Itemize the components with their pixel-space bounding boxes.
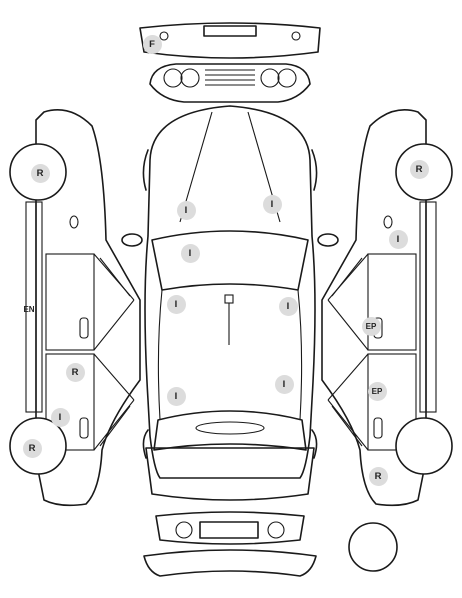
- marker-right-i[interactable]: I: [388, 229, 408, 249]
- spare-tire: [348, 522, 398, 572]
- rear-trunk: [145, 447, 315, 501]
- front-bumper: [139, 22, 321, 59]
- marker-front-f[interactable]: F: [142, 34, 162, 54]
- marker-roof-i-front-right[interactable]: I: [278, 296, 298, 316]
- marker-right-ep-upper[interactable]: EP: [361, 316, 381, 336]
- marker-right-wheel-front-r[interactable]: R: [409, 159, 429, 179]
- marker-left-i[interactable]: I: [50, 407, 70, 427]
- marker-right-wheel-rear-r[interactable]: R: [368, 466, 388, 486]
- marker-hood-i-right[interactable]: I: [262, 194, 282, 214]
- marker-roof-i-front-left[interactable]: I: [166, 294, 186, 314]
- marker-left-wheel-rear-r[interactable]: R: [22, 438, 42, 458]
- marker-roof-i-rear-left[interactable]: I: [166, 386, 186, 406]
- right-side-view: [321, 109, 453, 507]
- marker-hood-i-left[interactable]: I: [176, 200, 196, 220]
- front-grille: [149, 63, 311, 103]
- marker-left-wheel-front-r[interactable]: R: [30, 163, 50, 183]
- marker-windshield-i[interactable]: I: [180, 243, 200, 263]
- marker-left-en[interactable]: EN: [23, 304, 35, 314]
- rear-bumper: [143, 511, 317, 577]
- marker-right-ep-lower[interactable]: EP: [367, 381, 387, 401]
- car-body-top: [121, 105, 339, 479]
- marker-roof-i-rear-right[interactable]: I: [274, 374, 294, 394]
- marker-left-door-r[interactable]: R: [65, 362, 85, 382]
